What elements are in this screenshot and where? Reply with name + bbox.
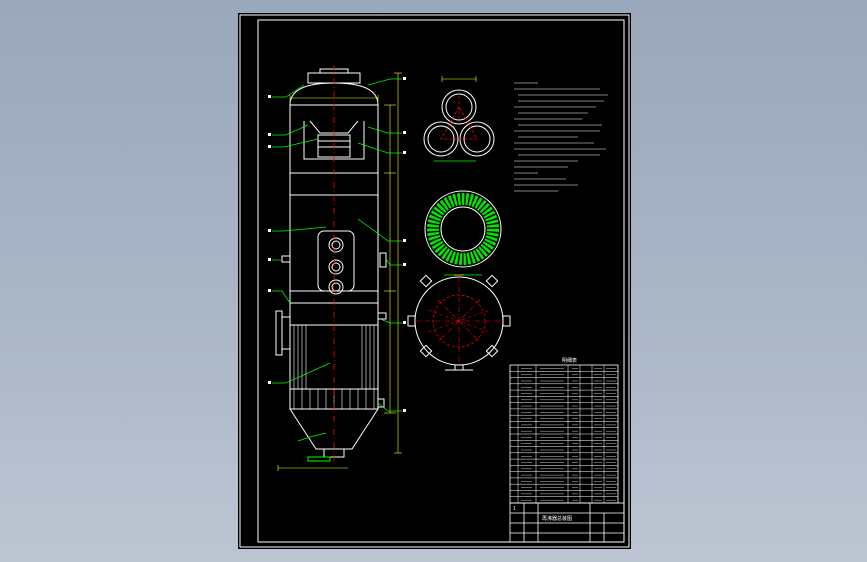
tube-lines	[293, 325, 375, 409]
outer-frame	[239, 14, 630, 548]
inner-frame	[257, 19, 625, 543]
parts-list-header: 明细表	[562, 357, 577, 364]
technical-notes	[514, 82, 608, 192]
leader-lines	[272, 78, 402, 442]
inlet-nozzle-block	[317, 230, 355, 292]
plan-view	[407, 274, 511, 371]
drawing-title: 再沸器总装图	[542, 515, 572, 522]
item-number-marks	[268, 77, 406, 412]
vessel-dimensions	[277, 72, 402, 471]
shell-side-flange	[275, 310, 283, 356]
section-a-nozzle-view	[423, 76, 495, 162]
title-block-row1-left: 1	[513, 506, 516, 512]
section-b-tube-layout	[424, 190, 502, 276]
cad-drawing: 明细表 1 再沸器总装图	[239, 14, 630, 548]
parts-list-table: 明细表	[509, 357, 619, 504]
title-block	[509, 502, 625, 543]
drawing-sheet: 明细表 1 再沸器总装图	[238, 13, 631, 549]
